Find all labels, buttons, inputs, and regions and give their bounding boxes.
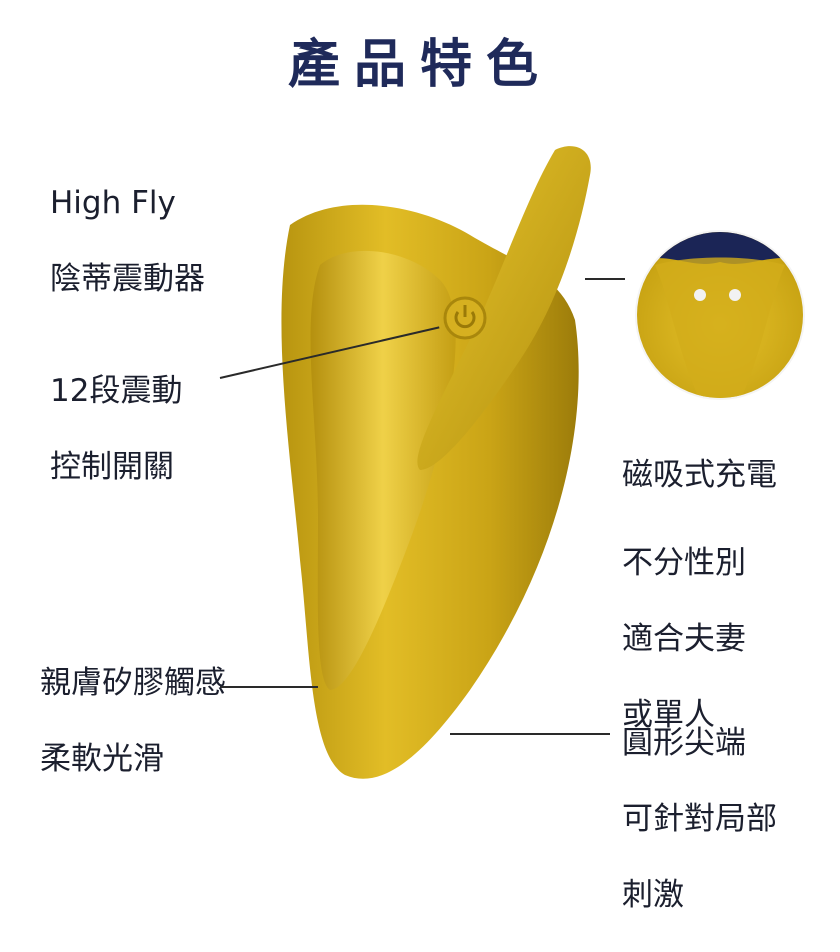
product-arm (417, 146, 591, 470)
power-button (443, 296, 487, 340)
tip-line1: 圓形尖端 (622, 725, 746, 761)
product-name-label: High Fly 陰蒂震動器 (50, 146, 205, 336)
product-inner-scoop (310, 250, 456, 691)
page-title: 產品特色 (287, 35, 552, 95)
charging-pin-right (729, 289, 741, 301)
gender-line3: 或單人 (622, 697, 715, 733)
product-desc: 陰蒂震動器 (50, 261, 205, 297)
silicone-leader-line (220, 686, 318, 688)
silicone-label: 親膚矽膠觸感 柔軟光滑 (40, 626, 226, 816)
switch-label: 12段震動 控制開關 (50, 334, 182, 524)
tip-line3: 刺激 (622, 877, 684, 913)
gender-line1: 不分性別 (622, 545, 746, 581)
charge-label: 磁吸式充電 (622, 418, 777, 532)
gender-label: 不分性別 適合夫妻 或單人 (622, 506, 746, 772)
charging-pin-left (694, 289, 706, 301)
product-name: High Fly (50, 185, 176, 221)
silicone-line1: 親膚矽膠觸感 (40, 665, 226, 701)
charging-inset (637, 232, 803, 398)
tip-line2: 可針對局部 (622, 801, 777, 837)
charge-text: 磁吸式充電 (622, 457, 777, 493)
switch-line2: 控制開關 (50, 449, 174, 485)
tip-label: 圓形尖端 可針對局部 刺激 (622, 686, 777, 952)
silicone-line2: 柔軟光滑 (40, 741, 164, 777)
switch-line1: 12段震動 (50, 373, 183, 409)
tip-leader-line (450, 733, 610, 735)
charge-leader-line (585, 278, 625, 280)
gender-line2: 適合夫妻 (622, 621, 746, 657)
power-icon (454, 311, 476, 329)
product-illustration (281, 146, 805, 779)
